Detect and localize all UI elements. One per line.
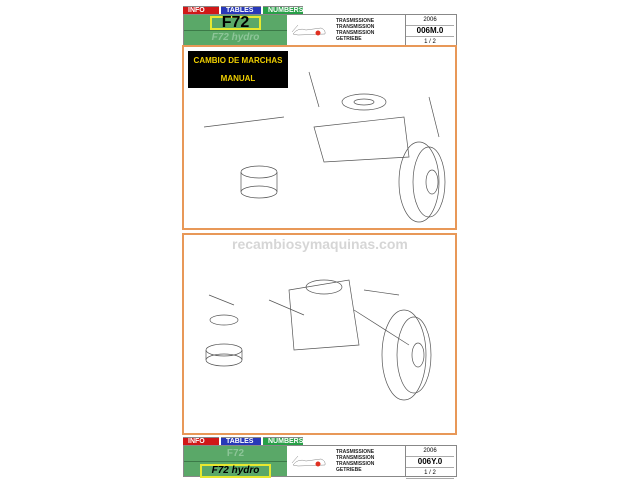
model-f72-hydro[interactable]: F72 hydro bbox=[184, 461, 287, 478]
page-code: 006M.0 bbox=[406, 26, 454, 37]
header-box: F72 F72 hydro TRASMISSIONE TRANSMISSION … bbox=[183, 14, 457, 48]
tab-tables[interactable]: TABLES bbox=[221, 6, 261, 14]
model-f72[interactable]: F72 bbox=[184, 446, 287, 462]
tab-numbers[interactable]: NUMBERS bbox=[263, 437, 303, 445]
diagram-hydro bbox=[182, 233, 457, 435]
diagram-manual: CAMBIO DE MARCHAS MANUAL bbox=[182, 45, 457, 230]
page-info: 2006 006Y.0 1 / 2 bbox=[405, 446, 454, 479]
tractor-icon bbox=[291, 24, 326, 36]
footer-box: F72 F72 hydro TRASMISSIONE TRANSMISSION … bbox=[183, 445, 457, 479]
section-names: TRASMISSIONE TRANSMISSION TRANSMISSION G… bbox=[336, 18, 374, 42]
year: 2006 bbox=[406, 446, 454, 457]
year: 2006 bbox=[406, 15, 454, 26]
title-line2: MANUAL bbox=[220, 74, 256, 83]
model-label: F72 bbox=[209, 15, 262, 31]
model-label: F72 hydro bbox=[199, 464, 272, 478]
section-name: TRANSMISSION bbox=[336, 461, 375, 467]
section-name: TRASMISSIONE bbox=[336, 449, 375, 455]
page-info: 2006 006M.0 1 / 2 bbox=[405, 15, 454, 48]
section-name: TRANSMISSION bbox=[336, 30, 375, 36]
tab-numbers[interactable]: NUMBERS bbox=[263, 6, 303, 14]
section-name: TRASMISSIONE bbox=[336, 18, 375, 24]
page-code: 006Y.0 bbox=[406, 457, 454, 468]
tab-info[interactable]: INFO bbox=[183, 6, 219, 14]
model-f72[interactable]: F72 bbox=[184, 15, 287, 31]
title-line1: CAMBIO DE MARCHAS bbox=[193, 56, 283, 65]
tab-info[interactable]: INFO bbox=[183, 437, 219, 445]
tab-tables[interactable]: TABLES bbox=[221, 437, 261, 445]
footer-tabs: INFO TABLES NUMBERS bbox=[183, 437, 303, 445]
section-name: GETRIEBE bbox=[336, 36, 362, 42]
page-number: 1 / 2 bbox=[406, 468, 454, 479]
diagram-title: CAMBIO DE MARCHAS MANUAL bbox=[188, 51, 288, 88]
section-name: GETRIEBE bbox=[336, 467, 362, 473]
tractor-icon bbox=[291, 455, 326, 467]
section-name: TRANSMISSION bbox=[336, 455, 375, 461]
model-f72-hydro[interactable]: F72 hydro bbox=[211, 32, 260, 43]
section-name: TRANSMISSION bbox=[336, 24, 375, 30]
header-tabs: INFO TABLES NUMBERS bbox=[183, 6, 303, 14]
section-names: TRASMISSIONE TRANSMISSION TRANSMISSION G… bbox=[336, 449, 374, 473]
model-selector: F72 F72 hydro bbox=[184, 15, 287, 45]
model-selector: F72 F72 hydro bbox=[184, 446, 287, 478]
exploded-view-drawing bbox=[203, 71, 446, 223]
exploded-view-drawing-hydro bbox=[205, 279, 432, 401]
watermark: recambiosymaquinas.com bbox=[232, 236, 408, 252]
